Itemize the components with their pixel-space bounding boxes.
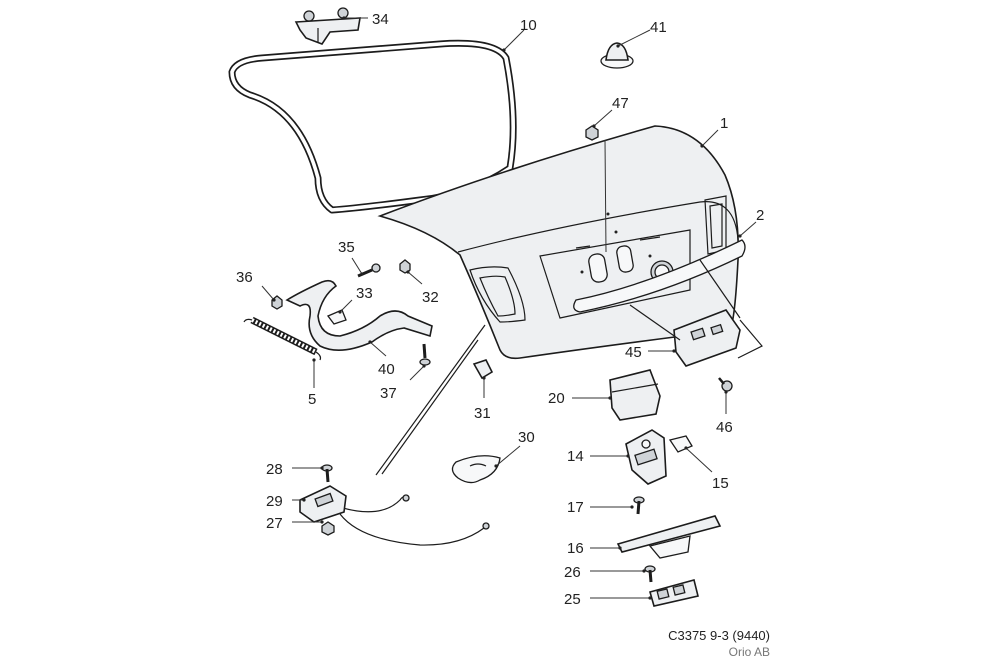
- callout-46: 46: [716, 390, 733, 436]
- callout-label: 31: [474, 405, 491, 422]
- callout-label: 15: [712, 475, 729, 492]
- latch-screw-part: [633, 496, 645, 515]
- nut-part: [585, 125, 599, 141]
- torsion-spring-part: [243, 316, 322, 361]
- callout-40: 40: [368, 340, 395, 378]
- callout-label: 32: [422, 289, 439, 306]
- callout-label: 29: [266, 493, 283, 510]
- callout-label: 35: [338, 239, 355, 256]
- hinge-nut-part: [399, 259, 411, 274]
- callout-label: 27: [266, 515, 283, 532]
- callout-label: 20: [548, 390, 565, 407]
- callout-label: 34: [372, 11, 389, 28]
- drawing-reference: C3375 9-3 (9440): [668, 628, 770, 643]
- callout-17: 17: [567, 499, 634, 516]
- lid-handle-bar-part: [616, 515, 722, 559]
- callout-2: 2: [738, 207, 764, 238]
- rubber-bump-stop-part: [600, 42, 634, 69]
- switch-screw-part: [644, 565, 656, 583]
- callout-label: 10: [520, 17, 537, 34]
- release-motor-part: [299, 485, 347, 523]
- callout-26: 26: [564, 564, 646, 581]
- callout-label: 37: [380, 385, 397, 402]
- trunk-trim-molding-part: [573, 239, 746, 313]
- callout-label: 2: [756, 207, 764, 224]
- callout-36: 36: [236, 269, 276, 302]
- hinge-lower-bolt-part: [419, 343, 431, 366]
- callout-14: 14: [567, 448, 630, 465]
- callout-34: 34: [342, 11, 389, 28]
- callout-label: 41: [650, 19, 667, 36]
- motor-nut-part: [321, 521, 335, 536]
- callout-37: 37: [380, 364, 426, 402]
- striker-plate-part: [451, 455, 501, 484]
- callout-16: 16: [567, 540, 622, 557]
- callout-label: 25: [564, 591, 581, 608]
- callout-label: 30: [518, 429, 535, 446]
- callout-32: 32: [406, 270, 439, 306]
- release-switch-part: [649, 579, 699, 607]
- copyright-text: Orio AB: [728, 645, 770, 659]
- callout-45: 45: [625, 344, 676, 361]
- callout-28: 28: [266, 461, 324, 478]
- callout-label: 1: [720, 115, 728, 132]
- callout-label: 28: [266, 461, 283, 478]
- callout-1: 1: [700, 115, 728, 148]
- seal-clip-part: [294, 7, 361, 45]
- latch-switch-part: [668, 435, 693, 453]
- callout-29: 29: [266, 493, 306, 510]
- callout-label: 36: [236, 269, 253, 286]
- callout-5: 5: [308, 358, 316, 408]
- callout-31: 31: [474, 376, 491, 422]
- callout-label: 14: [567, 448, 584, 465]
- spring-nut-part: [271, 295, 283, 310]
- callout-label: 16: [567, 540, 584, 557]
- cable-clip-part: [472, 359, 494, 380]
- trunk-lid-part: [377, 125, 740, 360]
- callout-27: 27: [266, 515, 324, 532]
- bracket-bolt-part: [718, 377, 733, 392]
- hinge-bolt-part: [357, 263, 381, 278]
- trunk-hinge-part: [285, 279, 433, 351]
- callout-label: 46: [716, 419, 733, 436]
- callout-label: 40: [378, 361, 395, 378]
- callout-label: 45: [625, 344, 642, 361]
- callout-20: 20: [548, 390, 612, 407]
- callout-47: 47: [592, 95, 629, 253]
- motor-screw-part: [321, 464, 333, 483]
- release-cable-part: [335, 324, 490, 546]
- hinge-bushing-part: [326, 309, 347, 325]
- callout-15: 15: [684, 446, 729, 492]
- callout-label: 5: [308, 391, 316, 408]
- callout-35: 35: [338, 239, 364, 276]
- callout-label: 17: [567, 499, 584, 516]
- callout-label: 26: [564, 564, 581, 581]
- callout-25: 25: [564, 591, 652, 608]
- callout-41: 41: [616, 19, 667, 48]
- lock-bracket-part: [629, 259, 763, 367]
- callout-30: 30: [494, 429, 535, 468]
- trunk-latch-part: [625, 429, 667, 485]
- callout-label: 33: [356, 285, 373, 302]
- callout-10: 10: [502, 17, 537, 52]
- callout-label: 47: [612, 95, 629, 112]
- callout-33: 33: [338, 285, 373, 314]
- lock-cover-part: [609, 369, 661, 421]
